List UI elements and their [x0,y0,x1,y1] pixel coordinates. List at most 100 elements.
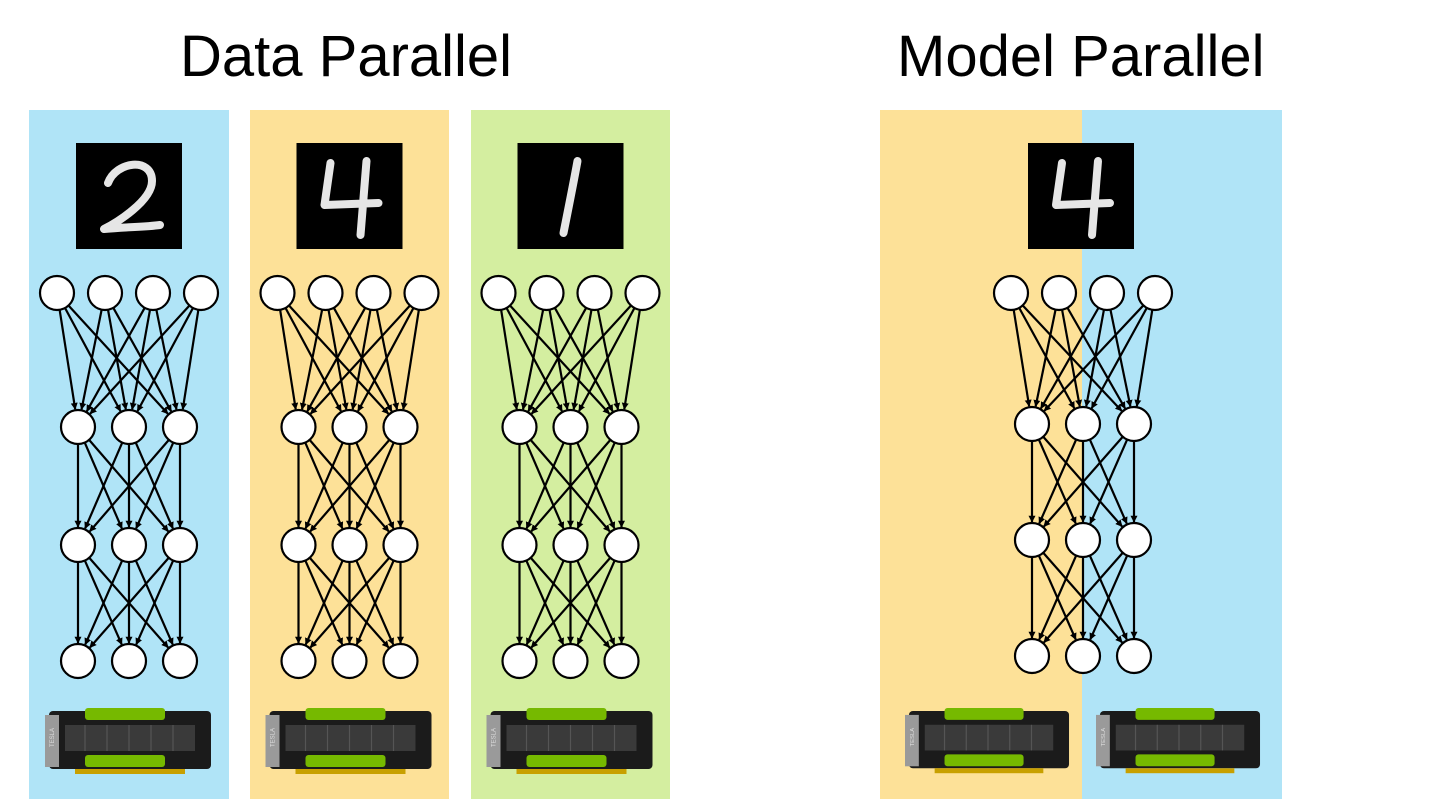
neuron-node [110,408,148,446]
connection-arrow [135,560,175,646]
neuron-node [480,274,517,312]
connection-arrow [79,309,103,411]
neuron-node [331,408,368,446]
gpu-brand-label: TESLA [271,728,277,747]
neuron-node [331,642,368,680]
gpu-top-stripe [85,708,165,720]
neuron-node [1088,274,1126,312]
connection-arrow [1033,309,1057,408]
connection-arrow [89,557,170,649]
neuron-node [38,274,76,312]
connection-arrow [284,307,342,412]
neuron-node [86,274,124,312]
gpu-pcie-connector [516,769,627,774]
connection-arrow [67,304,169,415]
gpu-top-stripe [1135,707,1215,720]
gpu-bottom-stripe [1135,754,1215,767]
neuron-node [1013,521,1051,559]
gpu-bracket [265,715,280,767]
gpu-bottom-stripe [305,755,386,767]
gpu-bracket [905,714,919,767]
neuron-node [1013,405,1051,443]
connection-arrow [1066,307,1127,409]
connection-arrow [500,309,520,410]
connection-arrow [1134,309,1154,407]
connection-arrow [621,309,641,410]
gpu-pcie-connector [934,768,1044,774]
connection-arrow [332,307,393,412]
neuron-node [501,642,538,680]
neuron-node [382,526,419,564]
neuron-node [110,526,148,564]
neuron-node [1040,274,1078,312]
connection-arrow [1089,555,1129,641]
connection-arrow [525,442,565,530]
connection-arrow [520,309,545,411]
neuron-node [161,526,199,564]
neuron-node [1115,405,1153,443]
neuron-node [603,408,640,446]
gpu-brand-label: TESLA [50,728,56,747]
neuron-node [280,408,317,446]
connection-arrow [553,307,614,412]
connection-arrow [1090,307,1148,409]
gpu-card-icon: TESLA [486,708,653,774]
connection-arrow [1039,307,1100,409]
digit-image-background [76,143,182,249]
connection-arrow [64,307,122,412]
connection-arrow [1038,439,1078,525]
neuron-node [403,274,440,312]
connection-arrow [355,560,395,646]
connection-arrow [279,309,299,410]
connection-arrow [112,307,173,412]
connection-arrow [1043,304,1145,412]
connection-arrow [136,307,194,412]
neuron-node [603,642,640,680]
gpu-brand-label: TESLA [910,728,916,747]
connection-arrow [1043,552,1124,644]
connection-arrow [576,442,616,530]
connection-arrow [527,307,588,412]
gpu-top-stripe [305,708,386,720]
connection-arrow [88,439,170,533]
neuron-node [59,408,97,446]
connection-arrow [1043,436,1124,528]
neuron-node [59,642,97,680]
gpu-bottom-stripe [85,755,165,767]
connection-arrow [355,442,395,530]
connection-arrow [1038,555,1078,641]
gpu-bracket [1096,714,1110,767]
neuron-node [1115,637,1153,675]
gpu-brand-label: TESLA [492,728,498,747]
gpu-brand-label: TESLA [1101,728,1107,747]
connection-arrow [84,442,124,530]
neuron-node [280,642,317,680]
gpu-top-stripe [944,707,1024,720]
connection-arrow [1089,439,1129,525]
mnist-digit-image: 2 [76,143,182,249]
connection-arrow [85,307,146,412]
digit-image-background [296,143,403,249]
neuron-node [382,408,419,446]
gpu-pcie-connector [1125,768,1235,774]
connection-arrow [530,439,612,533]
connection-arrow [304,560,344,646]
neuron-node [110,642,148,680]
neuron-node [552,408,589,446]
connection-arrow [1021,304,1123,412]
connection-arrow [309,439,391,533]
connection-arrow [89,304,191,415]
digit-image-background [1028,143,1134,249]
gpu-pcie-connector [295,769,406,774]
gpu-bracket [486,715,501,767]
neuron-node [1136,274,1174,312]
neuron-node [280,526,317,564]
connection-arrow [1018,307,1076,409]
neuron-node [1064,637,1102,675]
connection-arrow [578,307,636,412]
neuron-node [331,526,368,564]
data-parallel-title: Data Parallel [180,24,513,89]
neuron-node [1115,521,1153,559]
connection-arrow [288,304,390,415]
